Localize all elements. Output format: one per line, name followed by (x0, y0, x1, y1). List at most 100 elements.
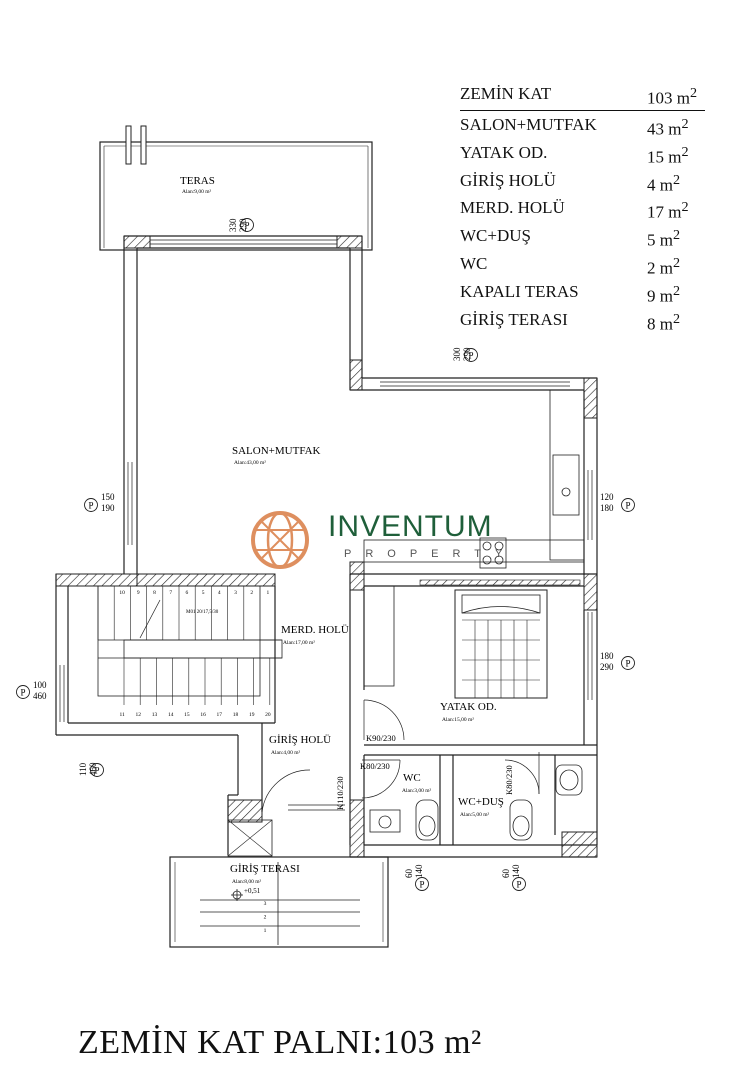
stair-step-number: 19 (249, 712, 255, 718)
stair-step-number: 1 (267, 590, 270, 596)
room-name-yatak: YATAK OD. (440, 701, 497, 713)
stair-step-number: 12 (136, 712, 142, 718)
window-tag-value: 140 (511, 864, 521, 878)
stair-step-number: 13 (152, 712, 158, 718)
area-summary-header-value: 103 m2 (647, 85, 698, 108)
pillar (123, 235, 151, 249)
stair-step-lines (97, 586, 245, 640)
window-tag-circle (464, 348, 478, 362)
stair-step-number: 17 (217, 712, 223, 718)
kitchen-counter (363, 389, 585, 569)
stair-arrow (139, 599, 161, 639)
area-row-value: 17 m2 (647, 199, 689, 223)
area-summary-row: MERD. HOLÜ 17 m2 (460, 196, 705, 224)
window-tag-circle (90, 763, 104, 777)
door-swings (261, 699, 540, 813)
stair-step-number: 9 (137, 590, 140, 596)
window-tag-value: 110 (78, 762, 88, 776)
window-tag-letter: P (625, 659, 630, 669)
window-tag-letter: P (625, 501, 630, 511)
area-summary-header: ZEMİN KAT 103 m2 (460, 82, 705, 111)
stair-step-number: 10 (119, 590, 125, 596)
area-row-label: MERD. HOLÜ (460, 198, 565, 218)
pillar (336, 235, 363, 249)
teras-rail-post (140, 125, 147, 165)
window-tag-value: 60 (501, 869, 511, 879)
globe-icon (251, 511, 309, 569)
area-summary-row: YATAK OD. 15 m2 (460, 141, 705, 169)
pillar (419, 579, 581, 586)
stair-step-number: 2 (250, 590, 253, 596)
area-row-value: 5 m2 (647, 227, 681, 250)
area-row-label: YATAK OD. (460, 142, 548, 162)
room-area-giris-holu: Alan:4,00 m² (271, 750, 300, 756)
pillar (561, 831, 598, 858)
window-tag-value: 150 (101, 492, 115, 502)
window-tag-value: 290 (238, 218, 248, 232)
pillar (227, 799, 263, 823)
stair-step-number: 4 (218, 590, 221, 596)
stair-step-number: 7 (169, 590, 172, 596)
logo-sub: PROPERTY (344, 548, 517, 560)
room-name-giris-terasi: GİRİŞ TERASI (230, 863, 300, 875)
door-label: K80/230 (360, 761, 390, 771)
window-tag-value: 120 (600, 492, 614, 502)
room-area-yatak: Alan:15,00 m² (442, 717, 474, 723)
stair-step-number: 11 (119, 712, 125, 718)
window-tag-circle (415, 877, 429, 891)
window-tag-circle (240, 218, 254, 232)
room-area-wc: Alan:3,00 m² (402, 788, 431, 794)
area-row-label: GİRİŞ TERASI (460, 309, 568, 329)
window-tag-value: 190 (101, 503, 115, 513)
area-row-value: 15 m2 (647, 143, 689, 167)
bed (454, 589, 548, 699)
window-tag-circle (512, 877, 526, 891)
window-tag-value: 460 (33, 691, 47, 701)
wardrobe (363, 585, 395, 687)
stair-step-number: 3 (234, 590, 237, 596)
window-tag-circle (16, 685, 30, 699)
window-tag-circle (621, 498, 635, 512)
room-area-wcdus: Alan:5,00 m² (460, 812, 489, 818)
plan-caption: ZEMİN KAT PALNI:103 m² (78, 1024, 482, 1061)
room-name-salon: SALON+MUTFAK (232, 445, 321, 457)
stair-note: M01 20/17,5/30 (186, 610, 219, 615)
room-name-giris-holu: GİRİŞ HOLÜ (269, 734, 331, 746)
stair-step-number: 18 (233, 712, 239, 718)
window-tag-letter: P (468, 351, 473, 361)
logo-name: INVENTUM (328, 510, 493, 543)
window-tag-letter: P (20, 688, 25, 698)
pillar (349, 359, 363, 391)
room-name-wcdus: WC+DUŞ (458, 796, 504, 808)
teras-rail-post (125, 125, 132, 165)
window-tag-value: 330 (228, 218, 238, 232)
window-tag-value: 60 (404, 869, 414, 879)
inventum-logo: INVENTUM PROPERTY (248, 500, 502, 580)
stair-treads (97, 585, 283, 697)
window-tag-letter: P (244, 221, 249, 231)
door-label: K90/230 (366, 733, 396, 743)
window-tag-letter: P (88, 501, 93, 511)
pillar (349, 799, 365, 858)
room-area-salon: Alan:43,00 m² (234, 460, 266, 466)
room-name-merd: MERD. HOLÜ (281, 624, 349, 636)
area-row-value: 2 m2 (647, 255, 681, 278)
area-row-label: GİRİŞ HOLÜ (460, 170, 556, 190)
window-tag-value: 460 (88, 762, 98, 776)
door-label: K80/230 (504, 765, 514, 795)
window-tag-value: 290 (600, 662, 614, 672)
